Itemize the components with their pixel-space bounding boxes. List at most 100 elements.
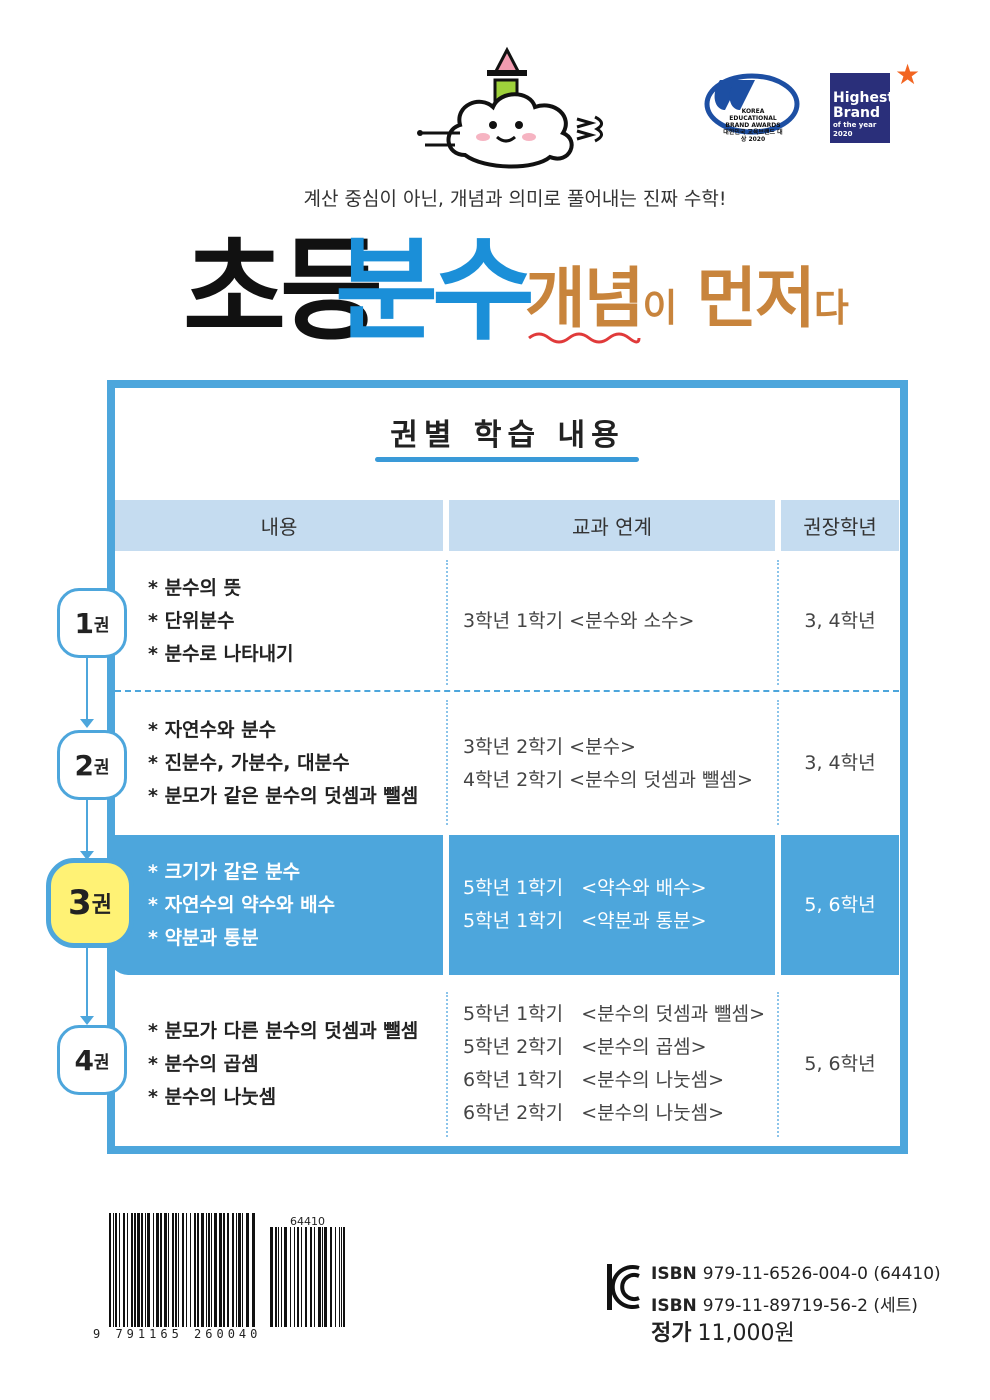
award-logo-education-brand: KOREA EDUCATIONAL BRAND AWARDS 대한민국 교육브랜… [700,70,800,143]
award-text: KOREA EDUCATIONAL BRAND AWARDS 대한민국 교육브랜… [723,108,783,143]
barcode-bar [252,1213,255,1327]
badge-number: 1 [74,606,94,640]
barcode-bar [236,1213,237,1327]
list-item: 분수로 나타내기 [148,638,294,671]
badge-number: 3 [68,883,92,923]
column-header-grade: 권장학년 [781,500,899,551]
barcode-bar [137,1213,140,1327]
title-black: 초등 [183,226,383,356]
barcode-bar [141,1213,143,1327]
barcode-bar [164,1213,167,1327]
barcode-bar [281,1227,282,1327]
barcode-bar [330,1227,332,1327]
title-part: 다 [813,286,849,330]
barcode-bar [246,1213,249,1327]
title-part: 개념 [525,260,644,337]
title-blue: 분수 [335,226,535,356]
divider [777,560,779,685]
divider [777,992,779,1137]
list-item: 분모가 같은 분수의 덧셈과 뺄셈 [148,780,419,813]
barcode-bar [160,1213,162,1327]
badge-unit: 권 [91,893,112,918]
isbn-label: ISBN [651,1264,697,1284]
list-item: 자연수의 약수와 배수 [148,889,336,922]
table-row-2-grade: 3, 4학년 [804,752,876,774]
barcode-bar [343,1227,345,1327]
barcode-bar [318,1227,321,1327]
barcode-bar [294,1227,295,1327]
barcode-bar [297,1227,299,1327]
arrow-down-icon [80,948,94,1025]
barcode-bar [339,1227,340,1327]
barcode-bar [284,1227,287,1327]
barcode-bar [232,1213,234,1327]
course: 5학년 2학기 <분수의 곱셈> [463,1036,707,1058]
barcode-bar [278,1227,279,1327]
list-item: 분수의 나눗셈 [148,1081,418,1114]
barcode-number: 9 791165 260040 [93,1327,262,1341]
table-row-1-courses: 3학년 1학기 <분수와 소수> [463,553,694,690]
barcode-bar [131,1213,133,1327]
course: 5학년 1학기 <약분과 통분> [463,910,707,932]
barcode-bar [123,1213,125,1327]
table-row-1-items: 분수의 뜻단위분수분수로 나타내기 [148,553,294,690]
award-text: of the year 2020 [833,121,877,138]
course: 6학년 1학기 <분수의 나눗셈> [463,1069,725,1091]
barcode-bar [238,1213,241,1327]
course: 5학년 1학기 <분수의 덧셈과 뺄셈> [463,1003,766,1025]
table-row-3-courses: 5학년 1학기 <약수와 배수> 5학년 1학기 <약분과 통분> [463,835,707,975]
barcode-bar [134,1213,136,1327]
course: 6학년 2학기 <분수의 나눗셈> [463,1102,725,1124]
list-item: 약분과 통분 [148,922,335,955]
award-text: Brand [833,105,881,121]
barcode-bar [341,1227,342,1327]
course: 3학년 1학기 <분수와 소수> [463,610,695,632]
barcode-bar [208,1213,210,1327]
badge-number: 4 [74,1043,94,1077]
barcode-bar [335,1227,336,1327]
barcode-bar [145,1213,146,1327]
course: 3학년 2학기 <분수> [463,735,636,758]
barcode-bar [290,1227,291,1327]
barcode-bar [301,1227,302,1327]
table-row-4-items: 분모가 다른 분수의 덧셈과 뺄셈분수의 곱셈분수의 나눗셈 [148,985,419,1143]
barcode-bar [310,1227,312,1327]
table-row-4-courses: 5학년 1학기 <분수의 덧셈과 뺄셈> 5학년 2학기 <분수의 곱셈> 6학년 … [463,985,765,1143]
list-item: 분모가 다른 분수의 덧셈과 뺄셈 [148,1015,419,1048]
price-label: 정가 [651,1321,692,1346]
title-part: 이 [642,286,677,330]
divider [446,700,448,825]
barcode-bar [211,1213,212,1327]
kc-mark-icon [607,1264,640,1310]
row-divider [115,690,899,692]
isbn-value: 979-11-89719-56-2 (세트) [702,1296,918,1316]
column-header-content: 내용 [115,500,443,551]
badge-number: 2 [74,748,94,782]
course: 5학년 1학기 <약수와 배수> [463,877,707,899]
barcode-bar [190,1213,191,1327]
table-row-3-grade: 5, 6학년 [804,893,876,916]
barcode-bar [113,1213,114,1327]
highlight-row-bg [781,835,899,975]
award-logo-highest-brand: Highest Brand of the year 2020 [830,73,894,143]
highlight-row-bg [449,835,775,975]
section-heading: 권별 학습 내용 [390,418,625,453]
barcode-bar [109,1213,111,1327]
barcode-bar [275,1227,277,1327]
heading-underline [375,457,639,462]
barcode-bar [219,1213,222,1327]
badge-unit: 권 [93,615,110,636]
barcode-bar [223,1213,225,1327]
barcode-bar [214,1213,217,1327]
barcode-bar [172,1213,174,1327]
barcode-bar [182,1213,184,1327]
table-row-2-items: 자연수와 분수진분수, 가분수, 대분수분모가 같은 분수의 덧셈과 뺄셈 [148,695,419,832]
wavy-underline [528,332,641,344]
barcode-bar [127,1213,128,1327]
barcode [109,1213,345,1327]
barcode-bar [168,1213,169,1327]
